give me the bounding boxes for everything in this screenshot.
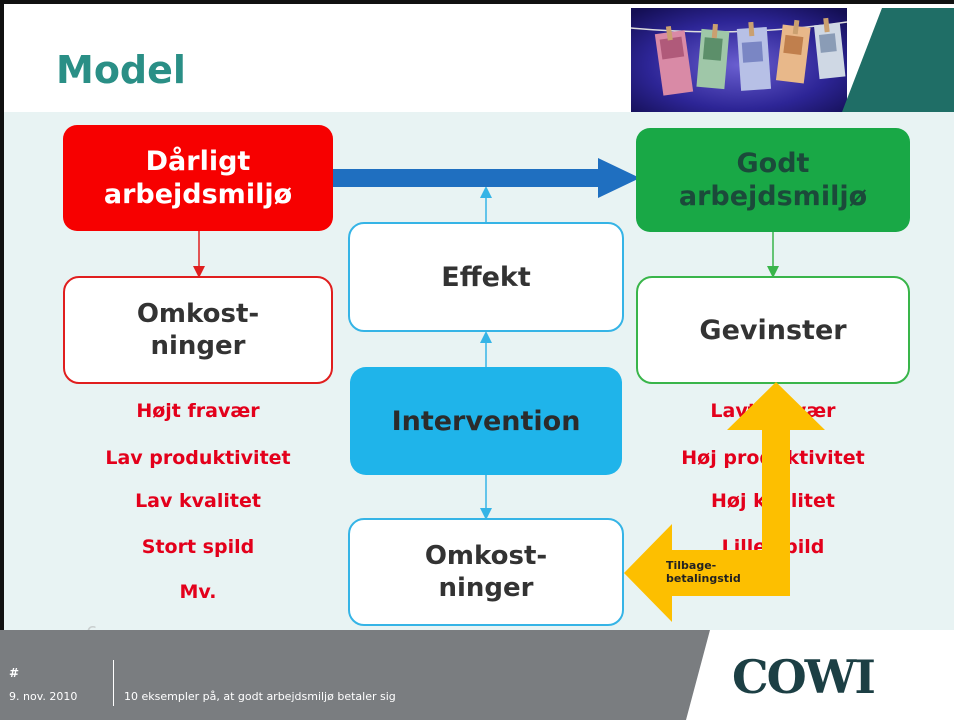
intervention-label: Intervention bbox=[391, 405, 581, 437]
payback-label: Tilbage- betalingstid bbox=[666, 559, 741, 585]
costs-left-line-1: Omkost- bbox=[136, 299, 260, 329]
intervention-box: Intervention bbox=[350, 367, 622, 475]
footer-logo-area bbox=[686, 630, 954, 720]
money-clothesline-photo bbox=[631, 8, 847, 112]
costs-mid-line-2: ninger bbox=[438, 573, 534, 603]
bad-env-line-2: arbejdsmiljø bbox=[103, 179, 293, 210]
left-list-item: Lav kvalitet bbox=[135, 490, 261, 512]
bad-env-line-1: Dårligt bbox=[145, 146, 251, 177]
costs-left-box: Omkost-ninger bbox=[63, 276, 333, 384]
footer-date: 9. nov. 2010 bbox=[9, 690, 78, 703]
left-list-item: Højt fravær bbox=[136, 400, 260, 422]
page-title: Model bbox=[56, 48, 186, 92]
payback-line-1: Tilbage- bbox=[666, 559, 717, 572]
effect-box: Effekt bbox=[348, 222, 624, 332]
left-list-item: Mv. bbox=[179, 581, 217, 603]
payback-line-2: betalingstid bbox=[666, 572, 741, 585]
slide-border-left bbox=[0, 0, 4, 720]
good-env-line-1: Godt bbox=[736, 148, 810, 179]
costs-mid-line-1: Omkost- bbox=[424, 541, 548, 571]
gains-label: Gevinster bbox=[699, 314, 847, 346]
left-list-item: Stort spild bbox=[141, 536, 255, 558]
main-arrow-bad-to-good bbox=[333, 158, 640, 198]
costs-middle-box: Omkost-ninger bbox=[348, 518, 624, 626]
payback-arrow-left bbox=[624, 524, 790, 622]
payback-arrow-up bbox=[727, 382, 825, 596]
good-env-line-2: arbejdsmiljø bbox=[678, 181, 868, 212]
effect-label: Effekt bbox=[441, 261, 531, 293]
footer-separator bbox=[113, 660, 114, 706]
slide-number-placeholder: # bbox=[9, 666, 20, 680]
gains-box: Gevinster bbox=[636, 276, 910, 384]
teal-corner-shape bbox=[842, 8, 954, 112]
left-list-item: Lav produktivitet bbox=[105, 447, 291, 469]
cowi-logo: COWI bbox=[732, 650, 876, 704]
costs-left-line-2: ninger bbox=[150, 331, 246, 361]
slide-border-top bbox=[0, 0, 954, 4]
footer-description: 10 eksempler på, at godt arbejdsmiljø be… bbox=[124, 690, 396, 703]
